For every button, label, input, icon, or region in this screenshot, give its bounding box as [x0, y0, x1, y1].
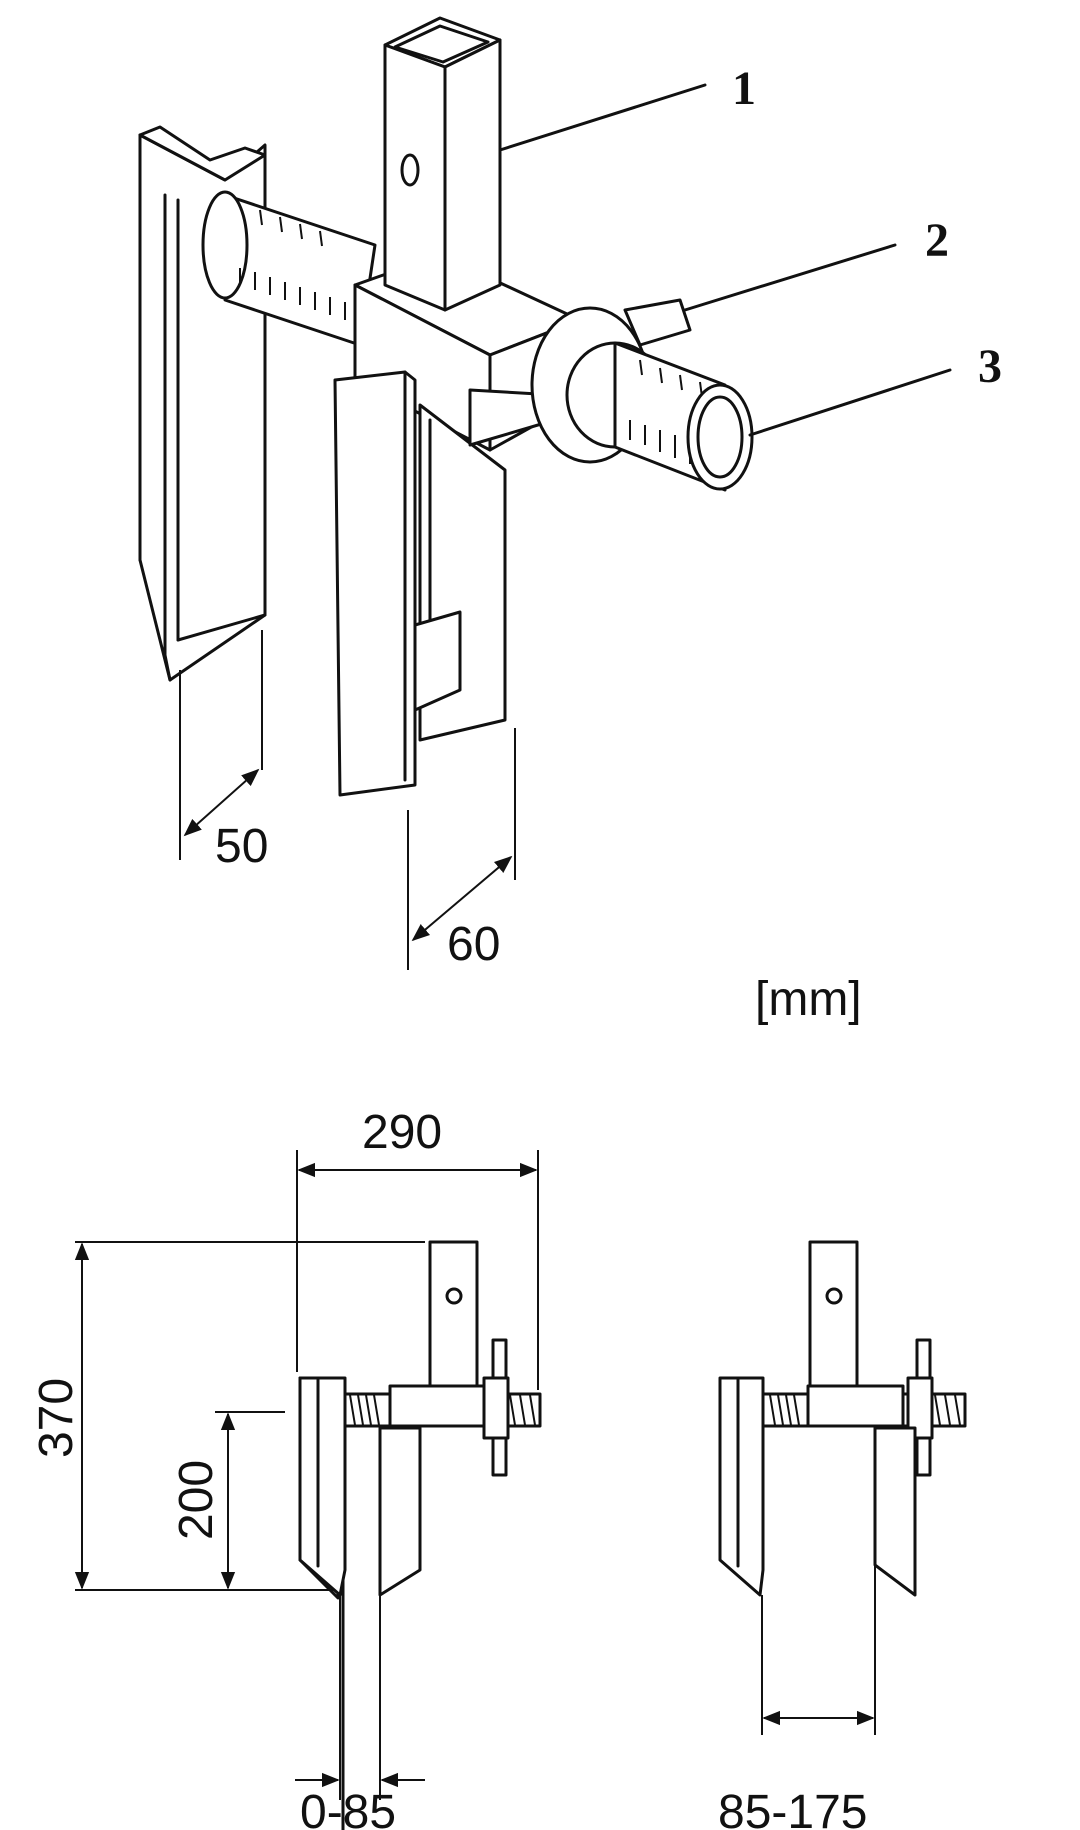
dim-60-line: [411, 855, 513, 942]
side-view-closed: 290 370 200 0-85: [30, 1106, 542, 1830]
threaded-spindle-right: [565, 341, 754, 492]
square-tube: [383, 16, 502, 312]
callout-2: 2: [925, 214, 949, 267]
isometric-view: 1 2 3 50 60 [mm]: [138, 16, 1002, 1026]
dim-0-85-label: 0-85: [300, 1786, 396, 1830]
side-view-open: 85-175: [718, 1240, 967, 1830]
front-jaw: [333, 370, 507, 797]
dim-50-line: [183, 768, 260, 837]
leader-line-3: [748, 368, 952, 437]
leader-line-2: [683, 243, 897, 312]
dim-370-label: 370: [30, 1378, 83, 1458]
dim-85-175-label: 85-175: [718, 1786, 867, 1830]
dim-60-label: 60: [447, 918, 500, 971]
dim-50-label: 50: [215, 820, 268, 873]
dim-200-label: 200: [170, 1460, 223, 1540]
callout-1: 1: [732, 62, 756, 115]
unit-label: [mm]: [755, 973, 862, 1026]
leader-line-1: [498, 83, 707, 152]
tube-hole: [400, 153, 420, 187]
callout-3: 3: [978, 340, 1002, 393]
dim-290-label: 290: [362, 1106, 442, 1159]
threaded-spindle-left: [201, 190, 377, 347]
